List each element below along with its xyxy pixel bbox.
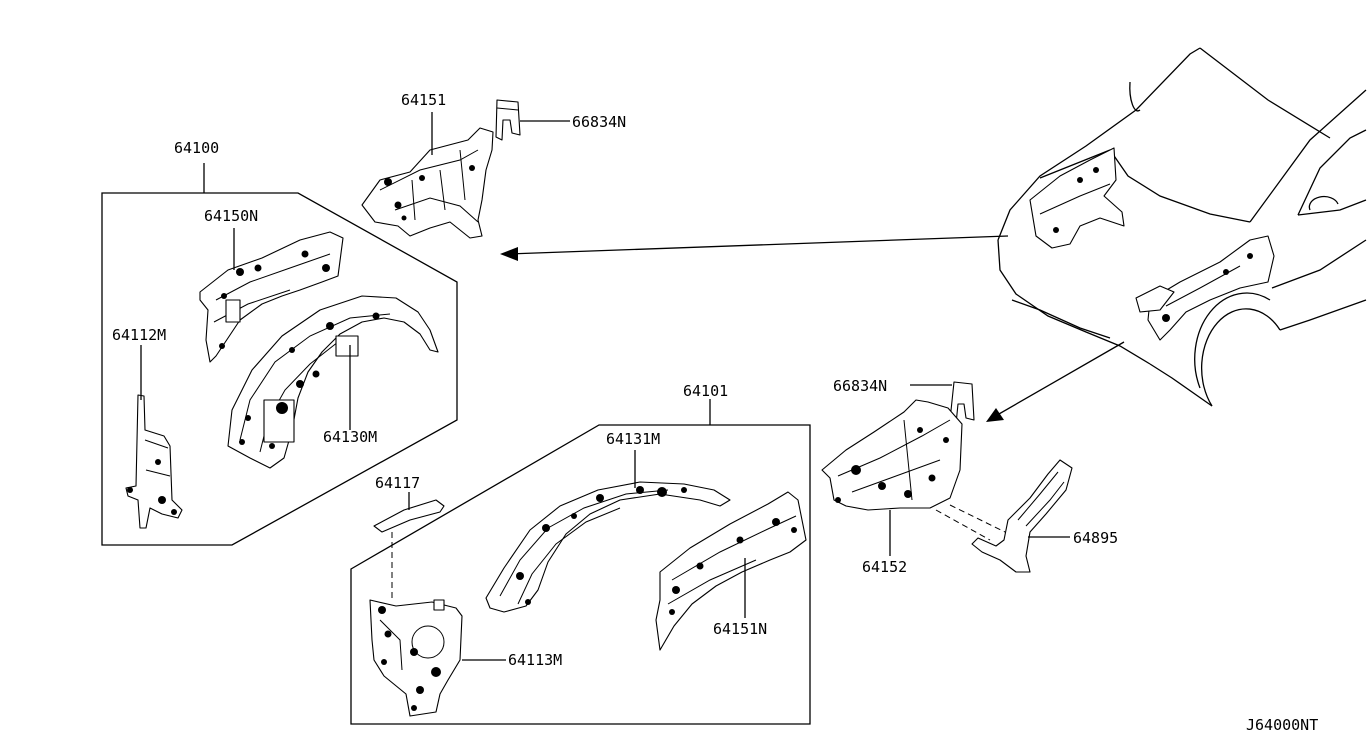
- part-64152-drawing: [821, 399, 963, 511]
- part-64150N-drawing: [199, 231, 344, 363]
- part-64131M-drawing: [485, 481, 731, 613]
- label-64151: 64151: [401, 91, 446, 109]
- label-64151N: 64151N: [713, 620, 767, 638]
- diagram-id: J64000NT: [1246, 716, 1318, 734]
- label-64112M: 64112M: [112, 326, 166, 344]
- arrow-to-upper-bracket: [500, 235, 1009, 261]
- group-box-64100: [101, 192, 458, 546]
- dash-64152-b: [935, 509, 991, 541]
- part-64130M-drawing: [227, 295, 439, 469]
- label-64150N: 64150N: [204, 207, 258, 225]
- part-64895-drawing: [971, 459, 1073, 573]
- label-66834N-right: 66834N: [833, 377, 887, 395]
- label-64101: 64101: [683, 382, 728, 400]
- part-64151N-drawing: [655, 491, 807, 651]
- label-64117: 64117: [375, 474, 420, 492]
- label-64895: 64895: [1073, 529, 1118, 547]
- label-66834N-top: 66834N: [572, 113, 626, 131]
- label-64130M: 64130M: [323, 428, 377, 446]
- vehicle-overview-drawing: [997, 47, 1367, 407]
- part-66834N-top-drawing: [495, 99, 521, 141]
- arrow-to-lower-bracket: [986, 341, 1125, 422]
- label-64113M: 64113M: [508, 651, 562, 669]
- label-64131M: 64131M: [606, 430, 660, 448]
- label-64152: 64152: [862, 558, 907, 576]
- part-64151-drawing: [361, 127, 494, 239]
- dash-64152-a: [949, 504, 1006, 533]
- group-box-64101: [350, 424, 811, 725]
- part-64112M-drawing: [125, 394, 183, 529]
- part-64113M-drawing: [369, 599, 463, 717]
- label-64100: 64100: [174, 139, 219, 157]
